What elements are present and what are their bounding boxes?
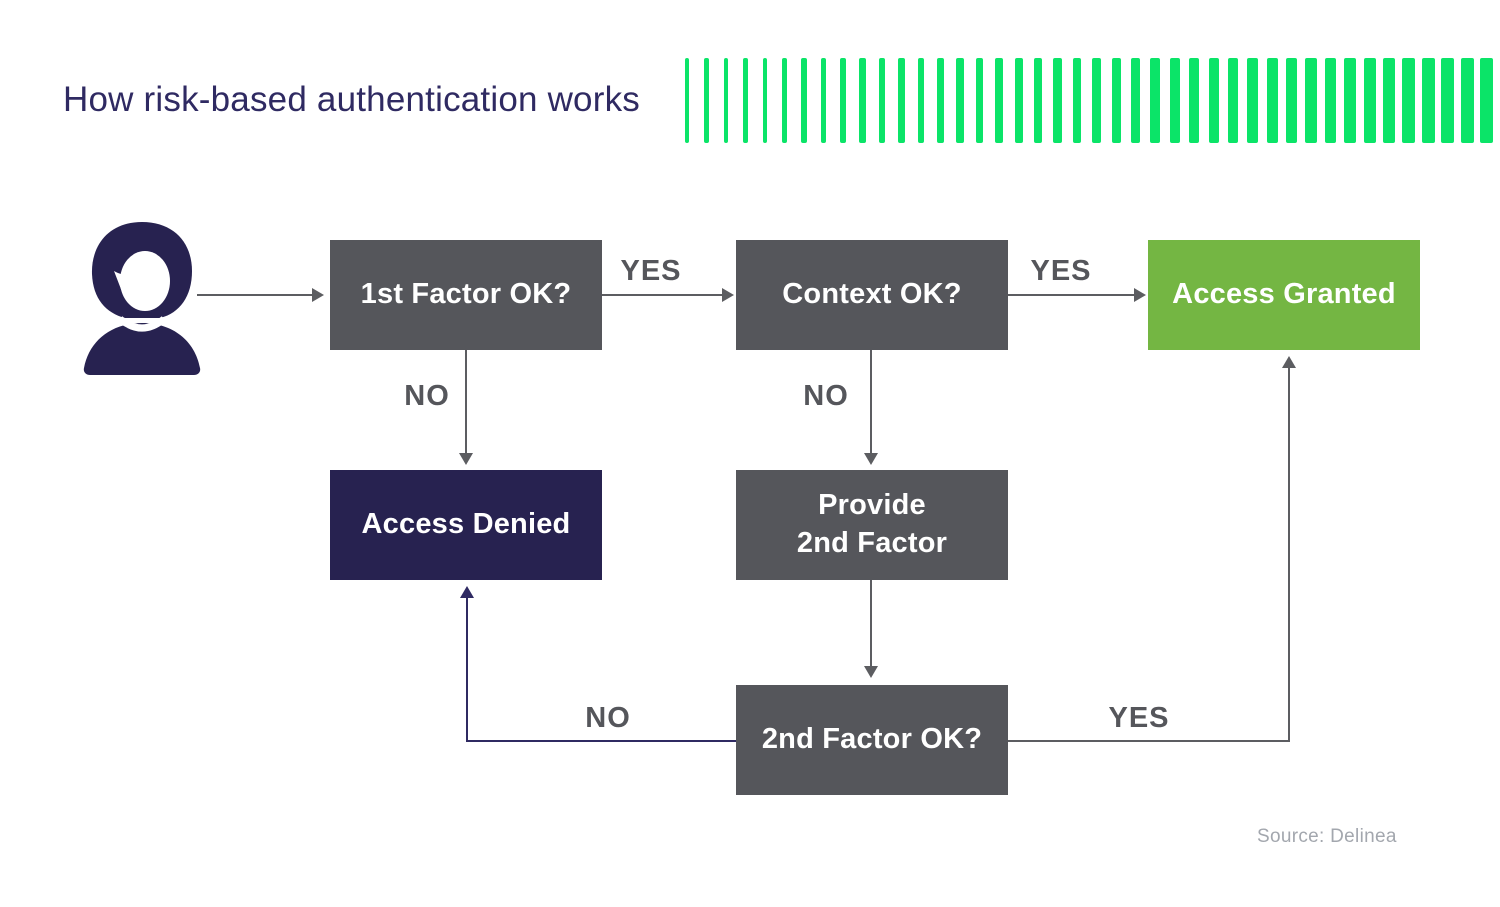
green-bar	[1266, 58, 1278, 143]
node-access-denied: Access Denied	[330, 470, 602, 580]
green-bar	[781, 58, 788, 143]
arrowhead-user-to-first-factor	[312, 288, 324, 302]
green-bar	[956, 58, 964, 143]
green-bar	[1053, 58, 1062, 143]
node-provide-2nd-factor-line2: 2nd Factor	[796, 527, 948, 559]
edge-context-yes	[1008, 294, 1135, 296]
edge-user-to-first-factor	[197, 294, 313, 296]
arrowhead-context-no	[864, 453, 878, 465]
green-bar	[1034, 58, 1043, 143]
edge-second-factor-yes-horizontal	[1008, 740, 1290, 742]
node-second-factor-label: 2nd Factor OK?	[761, 723, 983, 756]
edge-second-factor-yes-vertical	[1288, 367, 1290, 742]
green-bar	[859, 58, 866, 143]
arrowhead-context-yes	[1134, 288, 1146, 302]
edge-label-yes-3: YES	[1108, 702, 1170, 734]
green-bar	[1383, 58, 1396, 143]
green-bar	[1247, 58, 1258, 143]
edge-first-factor-no	[465, 350, 467, 454]
node-second-factor: 2nd Factor OK?	[736, 685, 1008, 795]
node-access-denied-label: Access Denied	[361, 508, 571, 541]
green-bar	[762, 58, 768, 143]
green-bar	[801, 58, 807, 143]
green-bars-decoration	[685, 58, 1500, 143]
edge-provide-to-second-factor	[870, 580, 872, 668]
green-bar	[1072, 58, 1082, 143]
green-bar	[1092, 58, 1102, 143]
edge-label-no-2: NO	[803, 380, 849, 412]
arrowhead-first-factor-yes	[722, 288, 734, 302]
green-bar	[898, 58, 905, 143]
green-bar	[1421, 58, 1435, 143]
node-context-label: Context OK?	[782, 278, 962, 311]
green-bar	[1014, 58, 1023, 143]
green-bar	[1441, 58, 1455, 143]
green-bar	[1305, 58, 1317, 143]
page-title: How risk-based authentication works	[63, 80, 640, 119]
edge-label-yes-2: YES	[1030, 255, 1092, 287]
node-provide-2nd-factor: Provide 2nd Factor	[736, 470, 1008, 580]
green-bar	[917, 58, 925, 143]
green-bar	[878, 58, 886, 143]
green-bar	[1227, 58, 1239, 143]
node-first-factor-label: 1st Factor OK?	[360, 278, 572, 311]
green-bar	[1479, 58, 1494, 143]
arrowhead-first-factor-no	[459, 453, 473, 465]
node-provide-2nd-factor-line1: Provide	[818, 489, 926, 522]
green-bar	[1208, 58, 1219, 143]
green-bar	[1169, 58, 1180, 143]
green-bar	[743, 58, 748, 143]
arrowhead-provide-to-second-factor	[864, 666, 878, 678]
green-bar	[1189, 58, 1200, 143]
green-bar	[820, 58, 827, 143]
green-bar	[840, 58, 846, 143]
edge-label-yes-1: YES	[620, 255, 682, 287]
green-bar	[1150, 58, 1160, 143]
green-bar	[975, 58, 984, 143]
green-bar	[937, 58, 945, 143]
node-context: Context OK?	[736, 240, 1008, 350]
edge-label-no-1: NO	[404, 380, 450, 412]
arrowhead-second-factor-yes	[1282, 356, 1296, 368]
green-bar	[685, 58, 689, 143]
green-bar	[1363, 58, 1376, 143]
person-icon	[78, 218, 206, 376]
green-bar	[1324, 58, 1337, 143]
edge-first-factor-yes	[602, 294, 723, 296]
green-bar	[704, 58, 709, 143]
node-access-granted: Access Granted	[1148, 240, 1420, 350]
arrowhead-second-factor-no	[460, 586, 474, 598]
node-first-factor: 1st Factor OK?	[330, 240, 602, 350]
green-bar	[1286, 58, 1298, 143]
edge-context-no	[870, 350, 872, 454]
green-bar	[1460, 58, 1474, 143]
green-bar	[1344, 58, 1357, 143]
green-bar	[1111, 58, 1121, 143]
edge-second-factor-no-horizontal	[466, 740, 736, 742]
edge-second-factor-no-vertical	[466, 597, 468, 742]
source-credit: Source: Delinea	[1257, 826, 1397, 847]
node-access-granted-label: Access Granted	[1172, 278, 1396, 311]
green-bar	[1130, 58, 1141, 143]
green-bar	[1402, 58, 1415, 143]
green-bar	[995, 58, 1003, 143]
edge-label-no-3: NO	[585, 702, 631, 734]
green-bar	[723, 58, 729, 143]
